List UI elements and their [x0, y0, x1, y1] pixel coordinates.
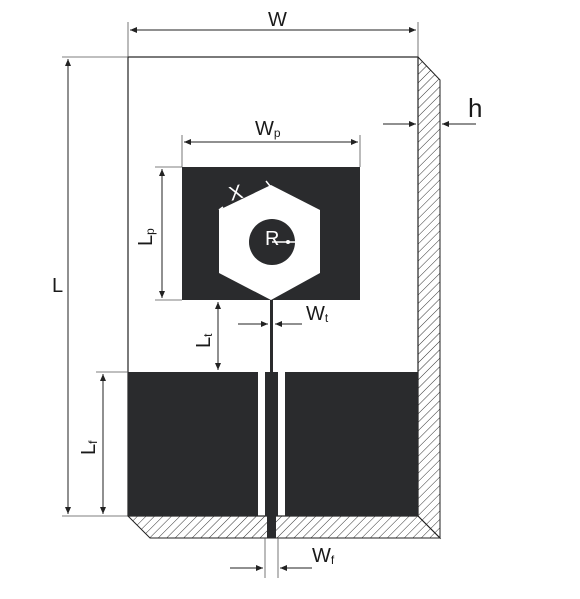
label-lt: Lt	[193, 333, 215, 348]
label-w: W	[268, 9, 287, 31]
label-wt: Wt	[306, 303, 329, 325]
label-wf: Wf	[312, 545, 335, 567]
ground-plane-right	[285, 372, 418, 516]
label-lf: Lf	[78, 440, 100, 455]
substrate-bottom-face	[126, 515, 442, 539]
label-x: X	[227, 181, 246, 206]
transmission-line	[270, 300, 273, 372]
label-l: L	[52, 275, 63, 297]
substrate-side-face	[417, 55, 441, 540]
feed-line	[265, 372, 278, 516]
label-r: R	[265, 228, 279, 250]
x-tick-right	[265, 180, 271, 187]
ground-plane-left	[128, 372, 258, 516]
label-wp: Wp	[255, 118, 281, 140]
x-tick-left	[218, 206, 224, 211]
label-lp: Lp	[135, 228, 157, 246]
label-h: h	[468, 93, 482, 123]
radius-center-dot	[286, 240, 290, 244]
feed-tail	[267, 516, 276, 538]
